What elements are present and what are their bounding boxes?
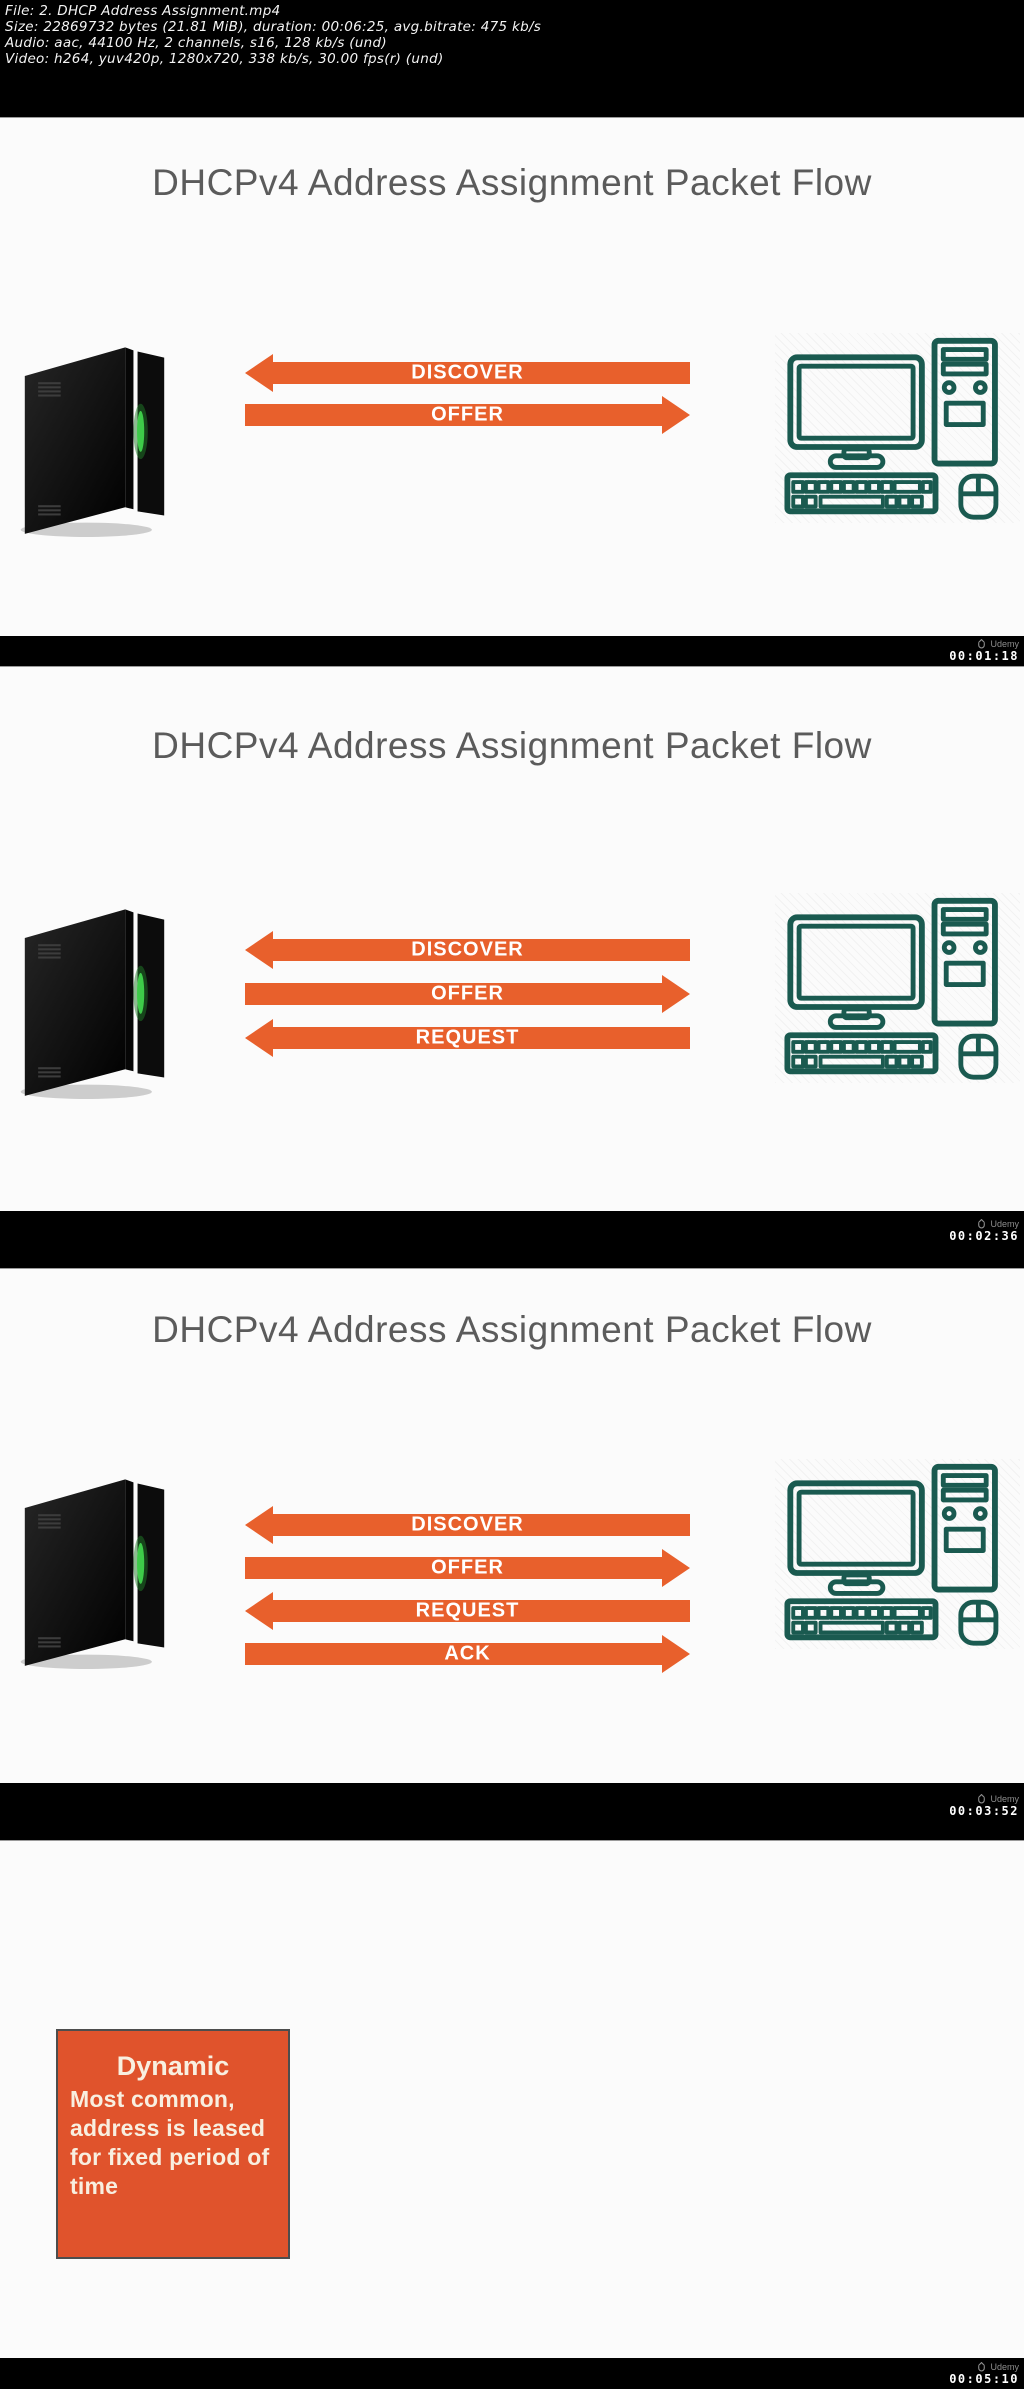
desktop-computer-icon (775, 893, 1020, 1083)
desktop-computer-icon (775, 1459, 1020, 1649)
dynamic-card-title: Dynamic (116, 2051, 230, 2081)
arrow-head-right-icon (662, 975, 690, 1013)
udemy-watermark: Udemy 00:05:10 (949, 2362, 1019, 2386)
arrow-head-right-icon (662, 1549, 690, 1587)
arrow-label: DISCOVER (411, 361, 524, 384)
udemy-brand-label: Udemy (990, 1219, 1019, 1229)
arrow-label: REQUEST (415, 1026, 520, 1049)
slide-title: DHCPv4 Address Assignment Packet Flow (152, 1309, 872, 1350)
arrow-bar (271, 1027, 690, 1049)
offer-arrow: OFFER (245, 975, 690, 1013)
meta-audio-line: Audio: aac, 44100 Hz, 2 channels, s16, 1… (5, 35, 387, 51)
frame-separator: Udemy 00:02:36 (0, 1211, 1024, 1268)
meta-video-line: Video: h264, yuv420p, 1280x720, 338 kb/s… (5, 51, 444, 67)
arrow-label: DISCOVER (411, 1513, 524, 1536)
arrow-label: REQUEST (415, 1599, 520, 1622)
arrow-bar (245, 1557, 664, 1579)
arrow-bar (245, 983, 664, 1005)
video-frame-2: DHCPv4 Address Assignment Packet Flow DI… (0, 666, 1024, 1213)
file-metadata: File: 2. DHCP Address Assignment.mp4 Siz… (0, 0, 1024, 67)
udemy-watermark: Udemy 00:01:18 (949, 639, 1019, 663)
arrow-label: ACK (444, 1642, 491, 1665)
arrow-head-left-icon (245, 1019, 273, 1057)
frame-timestamp: 00:01:18 (949, 649, 1019, 663)
arrow-head-right-icon (662, 396, 690, 434)
frame-separator: Udemy 00:03:52 (0, 1783, 1024, 1840)
udemy-brand-label: Udemy (990, 639, 1019, 649)
udemy-logo-icon (978, 639, 986, 649)
udemy-brand-label: Udemy (990, 1794, 1019, 1804)
arrow-head-left-icon (245, 1592, 273, 1630)
arrow-bar (271, 1514, 690, 1536)
arrow-head-left-icon (245, 354, 273, 392)
arrow-label: DISCOVER (411, 938, 524, 961)
arrow-bar (245, 404, 664, 426)
udemy-logo-icon (978, 1794, 986, 1804)
arrow-bar (271, 939, 690, 961)
offer-arrow: OFFER (245, 396, 690, 434)
discover-arrow: DISCOVER (245, 354, 690, 392)
meta-file-line: File: 2. DHCP Address Assignment.mp4 (5, 3, 281, 19)
frame-separator: Udemy 00:05:10 (0, 2358, 1024, 2389)
frame-timestamp: 00:05:10 (949, 2372, 1019, 2386)
arrow-head-left-icon (245, 1506, 273, 1544)
arrow-label: OFFER (431, 1556, 504, 1579)
arrow-label: OFFER (431, 982, 504, 1005)
video-frame-1: DHCPv4 Address Assignment Packet Flow DI… (0, 117, 1024, 638)
desktop-computer-icon (775, 333, 1020, 523)
udemy-logo-icon (978, 1219, 986, 1229)
frame-separator: Udemy 00:01:18 (0, 636, 1024, 666)
server-icon (12, 333, 177, 538)
arrow-bar (271, 362, 690, 384)
request-arrow: REQUEST (245, 1019, 690, 1057)
arrow-label: OFFER (431, 403, 504, 426)
udemy-logo-icon (978, 2362, 986, 2372)
udemy-brand-label: Udemy (990, 2362, 1019, 2372)
request-arrow: REQUEST (245, 1592, 690, 1630)
dynamic-card-body: Most common, address is leased for fixed… (70, 2086, 270, 2199)
arrow-head-left-icon (245, 931, 273, 969)
discover-arrow: DISCOVER (245, 931, 690, 969)
frame-timestamp: 00:03:52 (949, 1804, 1019, 1818)
arrow-head-right-icon (662, 1635, 690, 1673)
udemy-watermark: Udemy 00:03:52 (949, 1794, 1019, 1818)
video-frame-4: Dynamic Most common, address is leased f… (0, 1840, 1024, 2360)
server-icon (12, 1465, 177, 1670)
dynamic-card: Dynamic Most common, address is leased f… (56, 2029, 290, 2259)
slide-title: DHCPv4 Address Assignment Packet Flow (152, 162, 872, 203)
offer-arrow: OFFER (245, 1549, 690, 1587)
arrow-bar (271, 1600, 690, 1622)
video-frame-3: DHCPv4 Address Assignment Packet Flow DI… (0, 1268, 1024, 1785)
frame-timestamp: 00:02:36 (949, 1229, 1019, 1243)
server-icon (12, 895, 177, 1100)
discover-arrow: DISCOVER (245, 1506, 690, 1544)
ack-arrow: ACK (245, 1635, 690, 1673)
arrow-bar (245, 1643, 664, 1665)
slide-title: DHCPv4 Address Assignment Packet Flow (152, 725, 872, 766)
udemy-watermark: Udemy 00:02:36 (949, 1219, 1019, 1243)
meta-size-line: Size: 22869732 bytes (21.81 MiB), durati… (5, 19, 542, 35)
